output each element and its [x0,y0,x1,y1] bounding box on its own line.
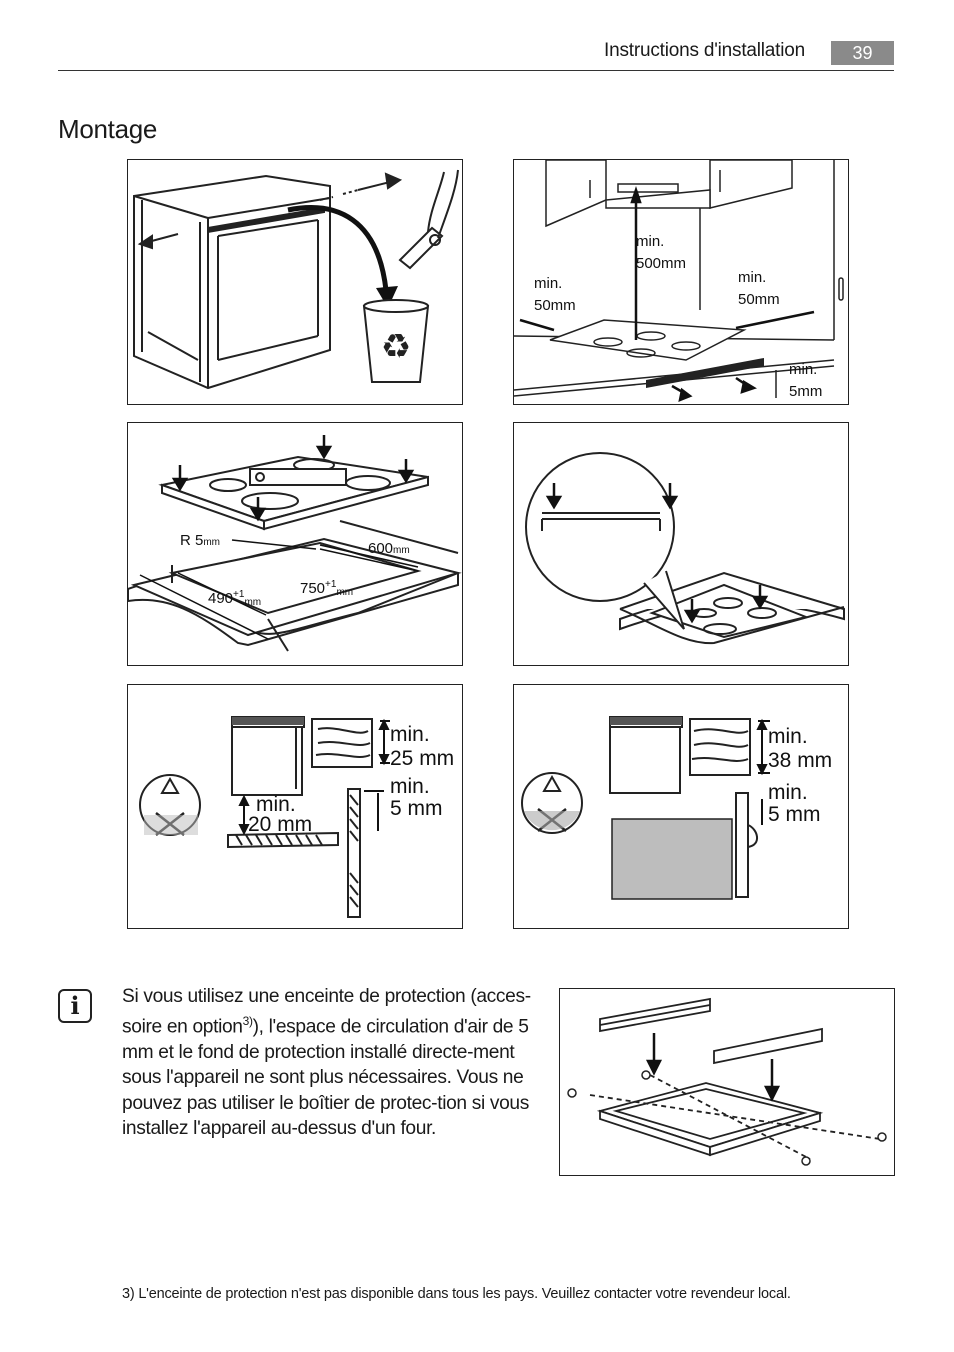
clearance-min-25-line2: 25 mm [390,747,454,770]
clearance-min-20-line2: 20 mm [248,813,312,836]
min-500-label-line2: 500mm [636,255,686,272]
min-50-left-label-line1: min. [534,275,562,292]
clearance-min-5-line1: min. [390,775,430,798]
illustration-insert-hob [513,422,849,666]
clearance-min-5-right-line2: 5 mm [768,803,821,826]
clearance-min-5-line2: 5 mm [390,797,443,820]
min-50-right-label-line1: min. [738,269,766,286]
page-number: 39 [831,41,894,65]
illustration-protection-box [559,988,895,1176]
illustration-clearance-oven: min. 38 mm min. 5 mm [513,684,849,929]
clearance-min-25-line1: min. [390,723,430,746]
min-5-label-line2: 5mm [789,383,822,400]
footnote-text: 3) L'enceinte de protection n'est pas di… [122,1286,791,1302]
info-icon: i [58,989,92,1023]
running-header-title: Instructions d'installation [604,40,806,61]
info-note-text-start: Si vous utilisez une enceinte de protect… [122,986,531,1038]
info-note-text-end: ), l'espace de circulation d'air de 5 mm… [122,1016,529,1139]
clearance-min-38-line1: min. [768,725,808,748]
svg-text:♻: ♻ [381,327,411,367]
cutout-width-490-label: 490+1mm [208,589,261,608]
illustration-clearance-drawer: min. 25 mm min. 5 mm min. 20 mm [127,684,463,929]
clearance-min-38-line2: 38 mm [768,749,832,772]
min-5-label-line1: min. [789,361,817,378]
clearance-min-5-right-line1: min. [768,781,808,804]
header-divider [58,70,894,71]
min-50-right-label-line2: 50mm [738,291,780,308]
min-50-left-label-line2: 50mm [534,297,576,314]
section-title: Montage [58,114,158,144]
cutout-depth-label: 600mm [368,540,410,557]
illustration-minimum-distances: min. 500mm min. 50mm min. 50mm min. 5mm [513,159,849,405]
min-500-label-line1: min. [636,233,664,250]
illustration-remove-cabinet-strip: ♻ [127,159,463,405]
illustration-cutout-dimensions: R 5mm 600mm 490+1mm 750+1mm [127,422,463,666]
cutout-width-750-label: 750+1mm [300,579,353,598]
footnote-ref: 3) [242,1014,253,1029]
cutout-radius-label: R 5mm [180,532,220,549]
clearance-min-20-line1: min. [256,793,296,816]
info-note-text: Si vous utilisez une enceinte de protect… [122,984,547,1141]
